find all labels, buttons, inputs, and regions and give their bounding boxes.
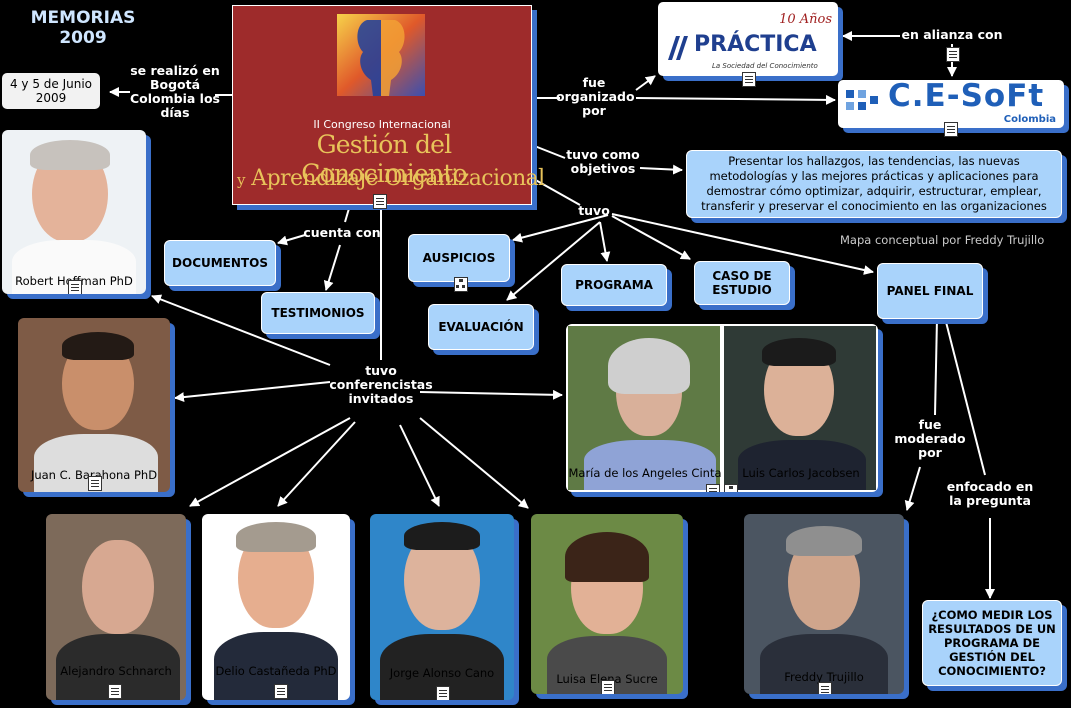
hair — [762, 338, 836, 366]
concept-testimonios[interactable]: TESTIMONIOS — [261, 292, 375, 334]
congress-art — [337, 14, 425, 96]
photo-barahona[interactable]: Juan C. Barahona PhD — [18, 318, 170, 492]
map-title: MEMORIAS 2009 — [30, 8, 136, 48]
face — [82, 540, 154, 634]
congress-node[interactable]: II Congreso Internacional Gestión del Co… — [232, 5, 545, 209]
caption: Freddy Trujillo — [784, 670, 864, 684]
hair — [236, 522, 316, 552]
document-icon[interactable] — [818, 682, 832, 694]
congress-subtitle: II Congreso Internacional — [313, 118, 451, 131]
photo-sucre[interactable]: Luisa Elena Sucre — [531, 514, 683, 694]
cesoft-mark-icon — [846, 90, 878, 110]
practica-name: PRÁCTICA — [694, 32, 817, 57]
concept-programa[interactable]: PROGRAMA — [561, 264, 667, 306]
link-tuvo: tuvo — [578, 203, 610, 218]
practica-badge: 10 Años — [779, 12, 832, 27]
document-icon[interactable] — [373, 194, 387, 209]
concept-pregunta[interactable]: ¿COMO MEDIR LOS RESULTADOS DE UN PROGRAM… — [922, 600, 1062, 686]
link-conferencistas: tuvo conferencistas invitados — [329, 363, 433, 406]
caption: Luisa Elena Sucre — [556, 672, 658, 686]
link-cuenta: cuenta con — [303, 225, 381, 240]
practica-mark-icon — [668, 36, 688, 60]
link-moderado: fue moderado por — [894, 417, 966, 460]
caption-cinta: María de los Angeles Cinta — [568, 466, 722, 480]
caption: Alejandro Schnarch — [60, 664, 172, 678]
concept-caso-estudio[interactable]: CASO DE ESTUDIO — [694, 261, 790, 305]
document-icon[interactable] — [946, 47, 960, 62]
photo-schnarch[interactable]: Alejandro Schnarch — [46, 514, 186, 700]
concept-map-icon[interactable] — [454, 277, 468, 292]
cesoft-name: C.E-SoFt — [888, 78, 1045, 114]
caption: Juan C. Barahona PhD — [30, 468, 158, 482]
hair — [62, 332, 134, 360]
link-enfocado: enfocado en la pregunta — [946, 479, 1034, 508]
caption: Jorge Alonso Cano — [389, 666, 495, 680]
concept-documentos[interactable]: DOCUMENTOS — [164, 240, 276, 286]
concept-panel-final[interactable]: PANEL FINAL — [877, 263, 983, 319]
document-icon[interactable] — [601, 680, 615, 694]
practica-tag: La Sociedad del Conocimiento — [712, 62, 818, 70]
document-icon[interactable] — [944, 122, 958, 137]
jacket — [738, 440, 866, 490]
link-realizo: se realizó en Bogotá Colombia los días — [130, 63, 220, 120]
caption: Delio Castañeda PhD — [215, 664, 337, 678]
document-icon[interactable] — [742, 72, 756, 87]
hair — [565, 532, 649, 582]
photo-cinta-jacobsen[interactable]: María de los Angeles Cinta Luis Carlos J… — [566, 324, 878, 492]
link-objetivos: tuvo como objetivos — [566, 147, 640, 176]
credit-text: Mapa conceptual por Freddy Trujillo — [840, 233, 1045, 247]
photo-hoffman[interactable]: Robert Hoffman PhD — [2, 130, 146, 294]
concept-map-icon[interactable] — [724, 484, 738, 492]
hair — [786, 526, 862, 556]
photo-cano[interactable]: Jorge Alonso Cano — [370, 514, 514, 700]
document-icon[interactable] — [68, 280, 82, 294]
hair — [404, 522, 480, 550]
concept-auspicios[interactable]: AUSPICIOS — [408, 234, 510, 292]
objective-box[interactable]: Presentar los hallazgos, las tendencias,… — [686, 150, 1062, 218]
practica-logo[interactable]: 10 Años PRÁCTICA La Sociedad del Conocim… — [658, 2, 838, 87]
blouse — [584, 440, 716, 490]
link-alianza: en alianza con — [901, 27, 1003, 42]
photo-castaneda[interactable]: Delio Castañeda PhD — [202, 514, 350, 700]
photo-trujillo[interactable]: Freddy Trujillo — [744, 514, 904, 694]
congress-line1: Gestión del Conocimiento — [301, 130, 467, 188]
document-icon[interactable] — [274, 684, 288, 699]
cesoft-sub: Colombia — [1003, 114, 1056, 125]
hair — [30, 140, 110, 170]
hair — [608, 338, 690, 394]
caption-jacobsen: Luis Carlos Jacobsen — [742, 466, 860, 480]
link-organizado: fue organizado por — [556, 75, 635, 118]
document-icon[interactable] — [108, 684, 122, 699]
congress-line2: y Aprendizaje Organizacional — [237, 166, 545, 191]
concept-evaluacion[interactable]: EVALUACIÓN — [428, 304, 534, 350]
document-icon[interactable] — [706, 484, 720, 492]
document-icon[interactable] — [436, 686, 450, 700]
date-box: 4 y 5 de Junio 2009 — [2, 73, 100, 109]
cesoft-logo[interactable]: C.E-SoFt Colombia — [838, 78, 1064, 137]
document-icon[interactable] — [88, 476, 102, 491]
